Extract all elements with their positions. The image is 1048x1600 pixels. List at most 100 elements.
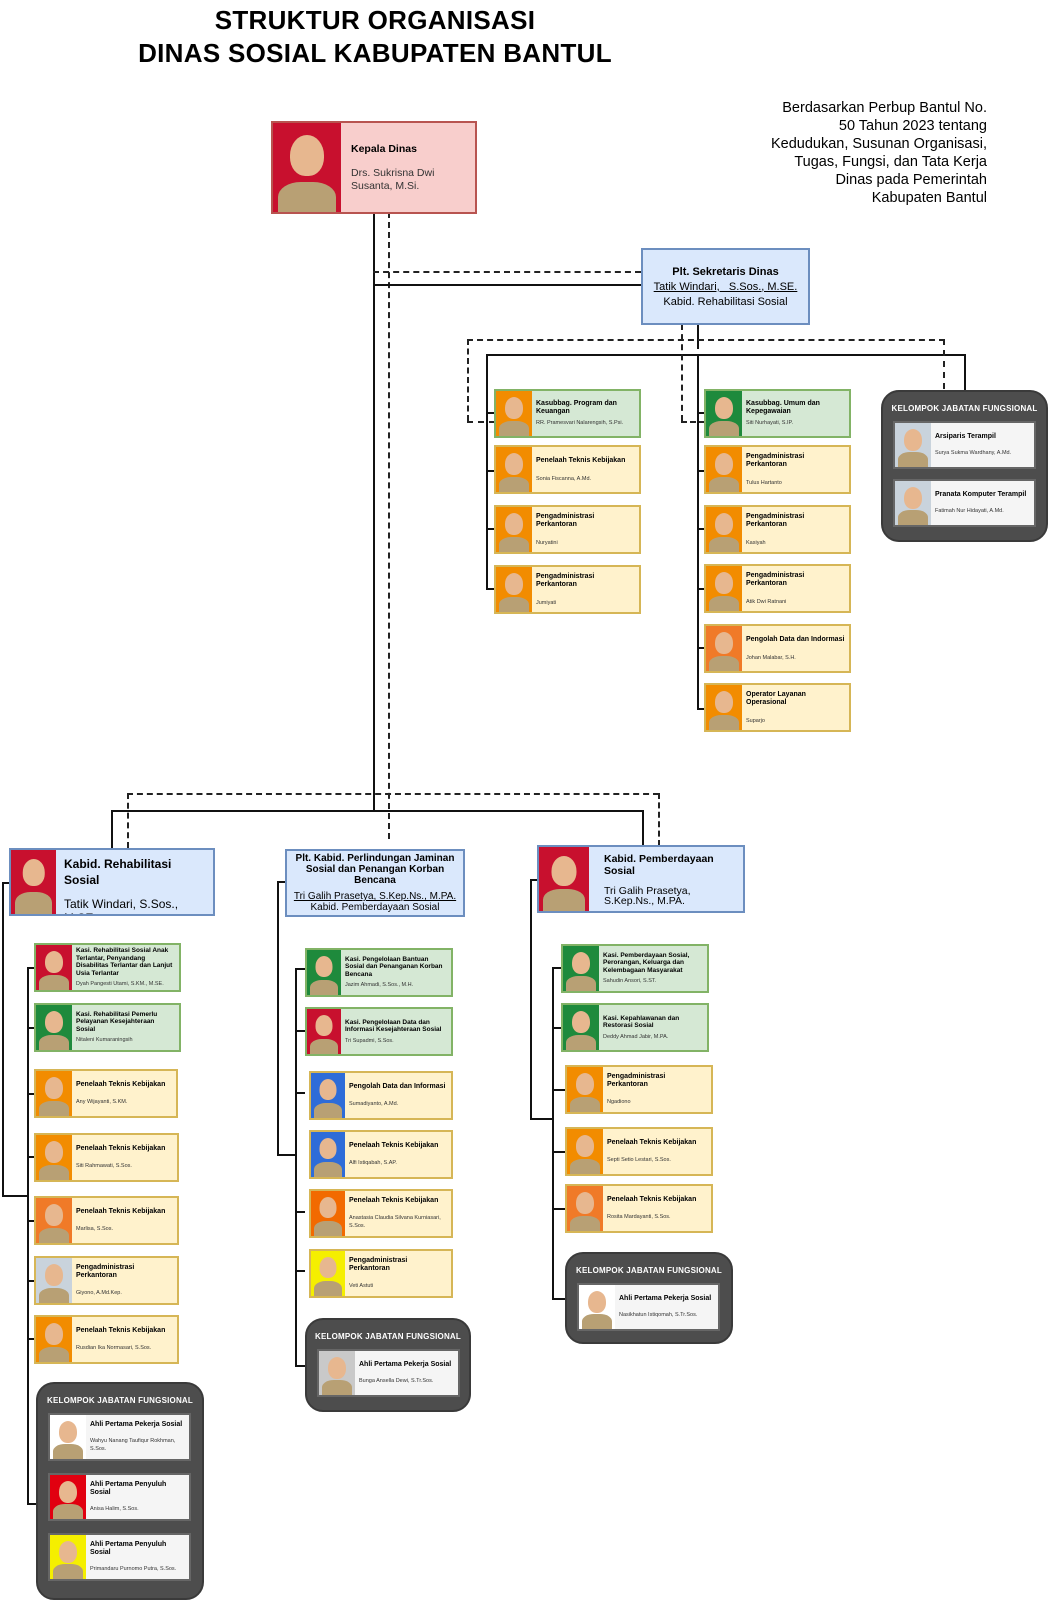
portrait-body xyxy=(309,1038,339,1054)
portrait-body xyxy=(569,1096,601,1112)
position-title: Arsiparis Terampil xyxy=(935,433,996,440)
kepala-dinas-card[interactable]: Kepala Dinas Drs. Sukrisna Dwi Susanta, … xyxy=(271,121,477,214)
connector-line xyxy=(964,354,966,390)
connector-line xyxy=(530,879,532,1119)
person-name: Dyah Pangesti Utami, S.KM., M.SE. xyxy=(76,981,164,987)
portrait-face xyxy=(45,1141,63,1163)
portrait-body xyxy=(569,1158,601,1174)
position-title: Ahli Pertama Penyuluh Sosial xyxy=(90,1481,167,1496)
position-title: Kasi. Pemberdayaan Sosial, Perorangan, K… xyxy=(603,951,690,974)
photo-avatar xyxy=(706,507,742,552)
photo-avatar xyxy=(311,1251,345,1296)
connector-line xyxy=(27,967,35,969)
staff-card[interactable]: Kasi. Pengelolaan Data dan Informasi Kes… xyxy=(305,1007,453,1056)
connector-line xyxy=(277,1154,295,1156)
photo-avatar xyxy=(36,1135,72,1180)
connector-line xyxy=(486,412,496,414)
connector-line xyxy=(486,470,496,472)
person-name: Rosita Mardayanti, S.Sos. xyxy=(607,1214,671,1220)
connector-line xyxy=(486,354,488,590)
portrait-face xyxy=(45,1077,63,1099)
portrait-face xyxy=(319,1079,337,1100)
staff-card[interactable]: Kasi. Rehabilitasi Sosial Anak Terlantar… xyxy=(34,943,181,992)
concurrent-position: Kabid. Pemberdayaan Sosial xyxy=(310,902,440,913)
connector-line xyxy=(27,967,29,1505)
group-title: KELOMPOK JABATAN FUNGSIONAL xyxy=(315,1332,461,1341)
connector-line xyxy=(486,354,966,356)
position-title: Penelaah Teknis Kebijakan xyxy=(76,1208,166,1215)
dashed-connector-line xyxy=(467,339,945,341)
photo-avatar xyxy=(50,1415,86,1459)
position-title: Pengadministrasi Perkantoran xyxy=(536,512,595,528)
person-name: Rusdian Ika Normasari, S.Sos. xyxy=(76,1345,152,1351)
kabid-rehabilitasi-card[interactable]: Kabid. Rehabilitasi Sosial Tatik Windari… xyxy=(9,848,215,916)
portrait-face xyxy=(22,858,45,886)
position-title: Kasi. Rehabilitasi Sosial Anak Terlantar… xyxy=(76,947,173,977)
sekretaris-card[interactable]: Plt. Sekretaris Dinas Tatik Windari, S.S… xyxy=(641,248,810,325)
staff-card[interactable]: Kasi. Pemberdayaan Sosial, Perorangan, K… xyxy=(561,944,709,993)
connector-line xyxy=(530,1118,552,1120)
dashed-connector-line xyxy=(127,793,659,795)
fungsional-group-pemberdayaan: KELOMPOK JABATAN FUNGSIONAL Ahli Pertama… xyxy=(565,1252,733,1344)
portrait-face xyxy=(45,1264,63,1286)
connector-line xyxy=(277,881,279,1155)
position-title: Penelaah Teknis Kebijakan xyxy=(349,1142,439,1149)
connector-line xyxy=(27,1156,35,1158)
photo-avatar xyxy=(311,1073,345,1118)
person-name: Tulus Hartanto xyxy=(746,479,782,486)
staff-card[interactable]: Kasi. Rehabilitasi Pemerlu Pelayanan Kes… xyxy=(34,1003,181,1052)
staff-card[interactable]: Kasi. Pengelolaan Bantuan Sosial dan Pen… xyxy=(305,948,453,997)
photo-avatar xyxy=(311,1132,345,1177)
person-name: Tri Supadmi, S.Sos. xyxy=(345,1037,394,1044)
connector-line xyxy=(373,212,375,812)
person-name: Veti Astuti xyxy=(349,1283,374,1289)
portrait-face xyxy=(59,1541,77,1563)
position-title: Penelaah Teknis Kebijakan xyxy=(607,1196,697,1203)
portrait-body xyxy=(38,1164,70,1180)
person-name: Drs. Sukrisna Dwi Susanta, M.Si. xyxy=(351,166,435,192)
position-title: Plt. Kabid. Perlindungan Jaminan Sosial … xyxy=(295,853,455,886)
position-title: Pengolah Data dan Indormasi xyxy=(746,635,845,643)
portrait-face xyxy=(59,1421,77,1443)
connector-line xyxy=(295,1030,305,1032)
connector-line xyxy=(642,810,644,846)
portrait-body xyxy=(52,1564,84,1579)
kabid-pemberdayaan-card[interactable]: Kabid. Pemberdayaan Sosial Tri Galih Pra… xyxy=(537,845,745,913)
connector-line xyxy=(2,882,4,1196)
photo-avatar xyxy=(273,123,341,212)
portrait-face xyxy=(45,951,63,973)
photo-avatar xyxy=(539,847,589,911)
person-name: Siti Rahmawati, S.Sos. xyxy=(76,1163,132,1169)
plt-kabid-perlindungan-card[interactable]: Plt. Kabid. Perlindungan Jaminan Sosial … xyxy=(285,849,465,917)
